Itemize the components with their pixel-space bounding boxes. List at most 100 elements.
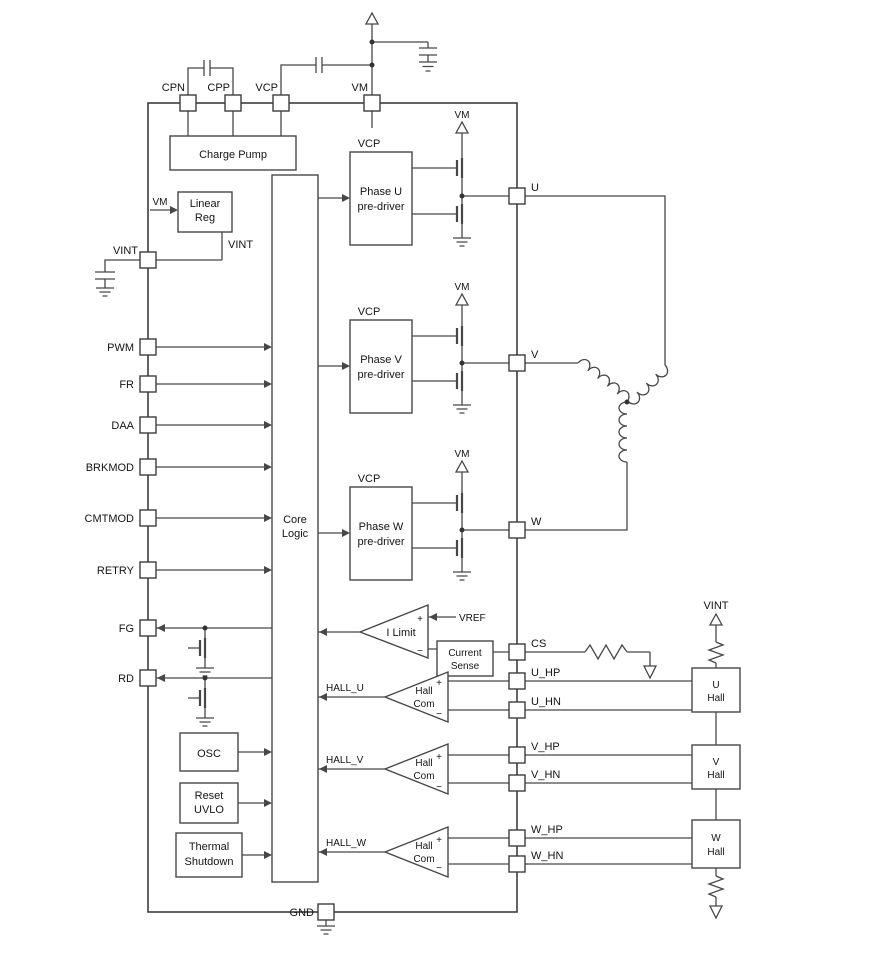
stage-w-wires [412,472,509,572]
vm-label-u: VM [455,110,470,121]
osc-label: OSC [197,748,221,760]
hall-sensor-w-block [691,819,741,869]
hall-comp-v-icon [383,742,449,796]
pin-label-cmtmod: CMTMOD [85,513,135,525]
linear-regulator: Linear Reg VM VINT [150,191,253,261]
ilimit-wires [318,616,509,653]
pin-label-cpp: CPP [207,82,230,94]
pins [139,94,526,921]
ilimit-minus-sign: − [417,646,423,657]
junction-dot [459,193,465,199]
hall-comp-wires [318,680,509,865]
pin-label-fr: FR [119,379,134,391]
hall-v-minus-sign: − [436,782,442,793]
pin-gnd [317,903,335,921]
hall-u-minus-sign: − [436,709,442,720]
pin-v [508,354,526,372]
hall-bottom-resistor-icon [707,875,725,898]
stage-w-mosfets-icon [455,493,464,558]
hall-v-plus-sign: + [436,752,442,763]
pin-rd [139,669,157,687]
predrivers: Phase U pre-driver VCP Phase V pre-drive… [318,138,413,581]
osc-arrow-icon [264,748,272,756]
pin-label-u: U [531,182,539,194]
pin-label-w-hp: W_HP [531,824,563,836]
vint-output-wire [156,232,223,261]
predriver-u-label-2: pre-driver [357,201,404,213]
hall-comp-w-icon [383,825,449,879]
junction-dot [369,39,375,45]
rd-fet-body-icon [198,688,207,708]
vm-supply-network [364,11,437,95]
pin-label-retry: RETRY [97,565,135,577]
vm-wire [371,24,429,95]
predriver-w-block [349,486,413,581]
fr-arrow-icon [264,380,272,388]
reset-uvlo-label-2: UVLO [194,804,224,816]
hall-comparators: Hall Com + − HALL_U Hall Com + − HALL_V … [318,670,509,879]
hall-com-w-label-2: Com [413,854,434,865]
vm-arrow-v-icon [454,292,470,306]
junction-dot [202,675,208,681]
top-pin-drops [187,111,373,136]
pin-u-hp [508,672,526,690]
stage-v-wires [412,305,509,405]
core-logic-label-2: Logic [282,528,309,540]
ilimit-plus-sign: + [417,614,423,625]
pin-labels: CPN CPP VCP VM VINT PWM FR DAA BRKMOD CM… [85,82,564,919]
vcp-vm-capacitor [280,57,372,95]
pin-vm [363,94,381,112]
stage-u-wires [412,133,509,238]
core-logic-block [271,174,319,883]
pin-cmtmod [139,509,157,527]
vint-external-cap [95,259,140,297]
output-stage-u: VM [412,110,509,247]
hall-u-arrow-icon [319,693,327,701]
vint-ground-icon [96,287,114,297]
vint-ext-wire [104,259,140,288]
fg-rd-wires [156,627,272,679]
linear-reg-label-2: Reg [195,212,215,224]
hall-sensor-v-block [691,744,741,790]
gnd-net [317,920,335,935]
pin-cs [508,643,526,661]
hall-ground-arrow-icon [708,905,724,920]
hall-sensor-wires [525,680,692,865]
fg-fet-leads [188,628,206,668]
ilimit-label: I Limit [386,627,415,639]
pin-v-hn [508,774,526,792]
gnd-ground-icon [317,925,335,935]
pin-pwm [139,338,157,356]
cpn-cpp-cap-icon [203,60,211,76]
motor-phase-wires [525,195,666,531]
linear-reg-label-1: Linear [190,198,221,210]
hall-sensor-v-label-1: V [713,757,720,768]
left-input-nets [156,343,272,574]
thermal-arrow-icon [264,851,272,859]
cpn-cpp-wire [187,67,234,95]
pin-label-gnd: GND [290,907,315,919]
junction-dots [202,39,630,681]
charge-pump-block [169,135,297,171]
pin-label-w: W [531,516,542,528]
predriver-v-label-2: pre-driver [357,369,404,381]
output-stage-w: VM [412,449,509,581]
motor-windings [525,195,669,531]
fg-rd-outputs [156,624,272,727]
fg-out-arrow-icon [157,624,165,632]
pin-retry [139,561,157,579]
pin-label-v: V [531,349,539,361]
vm-capacitor-icon [419,47,437,56]
pin-fg [139,619,157,637]
junction-dot [202,625,208,631]
hall-com-u-label-1: Hall [415,686,432,697]
pin-brkmod [139,458,157,476]
vcp-wire [280,64,372,95]
hall-sensor-u-label-1: U [712,680,719,691]
cs-ground-arrow-icon [642,665,658,680]
pin-label-brkmod: BRKMOD [86,462,134,474]
reset-arrow-icon [264,799,272,807]
pin-w [508,521,526,539]
